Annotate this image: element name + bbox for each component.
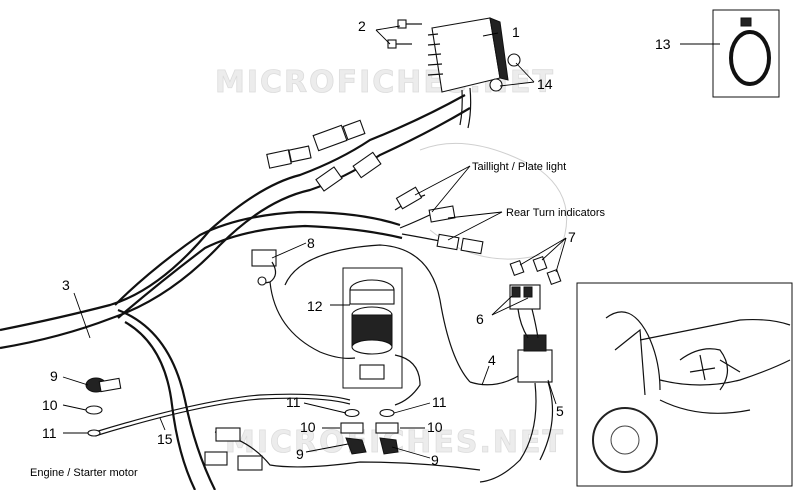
callout-6: 6 [476,311,484,327]
connector-f [352,151,382,179]
fuses [509,255,562,286]
callout-9-center-right: 9 [431,452,439,468]
connector-turn-1 [428,205,456,223]
callout-2: 2 [358,18,366,34]
callout-4: 4 [488,352,496,368]
starter-relay [342,267,403,389]
callout-14: 14 [537,76,553,92]
connector-c [312,124,348,152]
label-taillight: Taillight / Plate light [472,161,566,173]
connector-turn-3 [460,237,484,255]
connector-taillight [395,186,423,210]
connector-h [204,451,228,466]
label-engine-starter: Engine / Starter motor [30,467,138,479]
connector-b [288,145,312,163]
relay-wire-lower [269,281,356,359]
callout-13: 13 [655,36,671,52]
callout-1: 1 [512,24,520,40]
leader-lines [62,25,720,459]
connector-i [237,455,263,471]
callout-11-left: 11 [42,425,57,441]
callout-10-center-right: 10 [427,419,443,435]
callout-8: 8 [307,235,315,251]
relay-wire-loop [284,244,471,383]
callout-5: 5 [556,403,564,419]
callout-10-center-left: 10 [300,419,316,435]
callout-3: 3 [62,277,70,293]
callout-12: 12 [307,298,323,314]
relay-wire-right [394,354,421,406]
callout-7: 7 [568,229,576,245]
fuse-box [509,284,541,339]
callout-9-left: 9 [50,368,58,384]
regulator-lead-2 [467,87,472,129]
battery-lead [251,249,277,286]
connector-e [315,166,343,192]
connector-g [215,427,241,442]
regulator-screws [387,19,422,49]
terminal-hardware-left [85,377,122,437]
label-rear-turn: Rear Turn indicators [506,207,606,219]
fuse-holder-harness [469,334,554,483]
connector-turn-2 [436,233,460,251]
regulator-nuts [489,53,521,92]
terminal-hardware-center [340,408,399,455]
callout-11-center-left: 11 [286,394,301,410]
connector-a [266,149,292,169]
callout-10-left: 10 [42,397,58,413]
starter-motor-cable [94,393,481,471]
callout-15: 15 [157,431,173,447]
callout-9-center-left: 9 [296,446,304,462]
regulator-lead-1 [459,89,463,126]
callout-numbers: 1 2 3 4 5 6 7 8 9 9 9 10 10 10 11 11 11 … [42,18,671,468]
motorcycle-inset [576,282,793,487]
cable-tie-box [712,9,780,98]
callout-11-center-right: 11 [432,394,447,410]
connector-d [342,119,366,141]
